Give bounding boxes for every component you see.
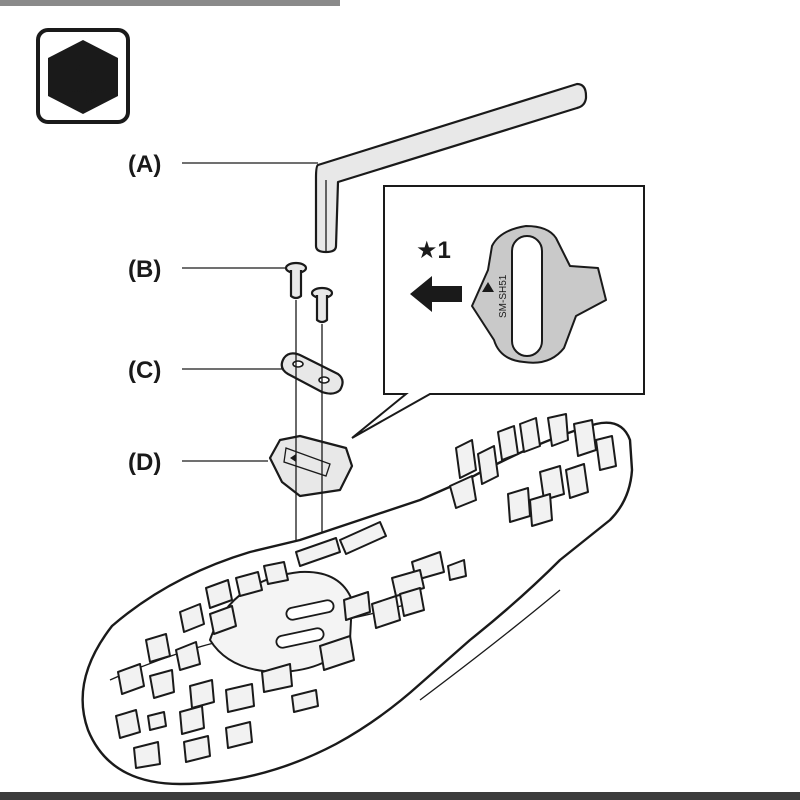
- label-b: (B): [128, 256, 161, 283]
- badge-unit: mm: [69, 85, 97, 102]
- bolt-right: [310, 286, 334, 324]
- cleat-bolts: [284, 261, 334, 324]
- cropped-header-text: [0, 0, 340, 6]
- inset-cleat: SM-SH51: [471, 225, 607, 364]
- inset-callout: ★1 SM-SH51: [351, 185, 645, 439]
- label-c: (C): [128, 357, 161, 384]
- hex-key-size-icon: [48, 40, 118, 114]
- bottom-rule: [0, 792, 800, 800]
- badge-size: 4: [75, 53, 91, 84]
- label-d: (D): [128, 449, 161, 476]
- leader-lines: [182, 162, 318, 462]
- washer-plate: [280, 352, 344, 395]
- arrow-left-icon: [410, 276, 462, 312]
- label-a: (A): [128, 151, 161, 178]
- sole-studs: [115, 413, 617, 769]
- inset-cleat-model: SM-SH51: [498, 274, 509, 318]
- hex-key-part: [314, 82, 588, 254]
- bolt-left: [284, 261, 308, 300]
- inset-marker: ★1: [416, 237, 451, 264]
- cleat-part: [268, 434, 354, 498]
- hex-key-size-badge: 4 mm: [36, 28, 130, 124]
